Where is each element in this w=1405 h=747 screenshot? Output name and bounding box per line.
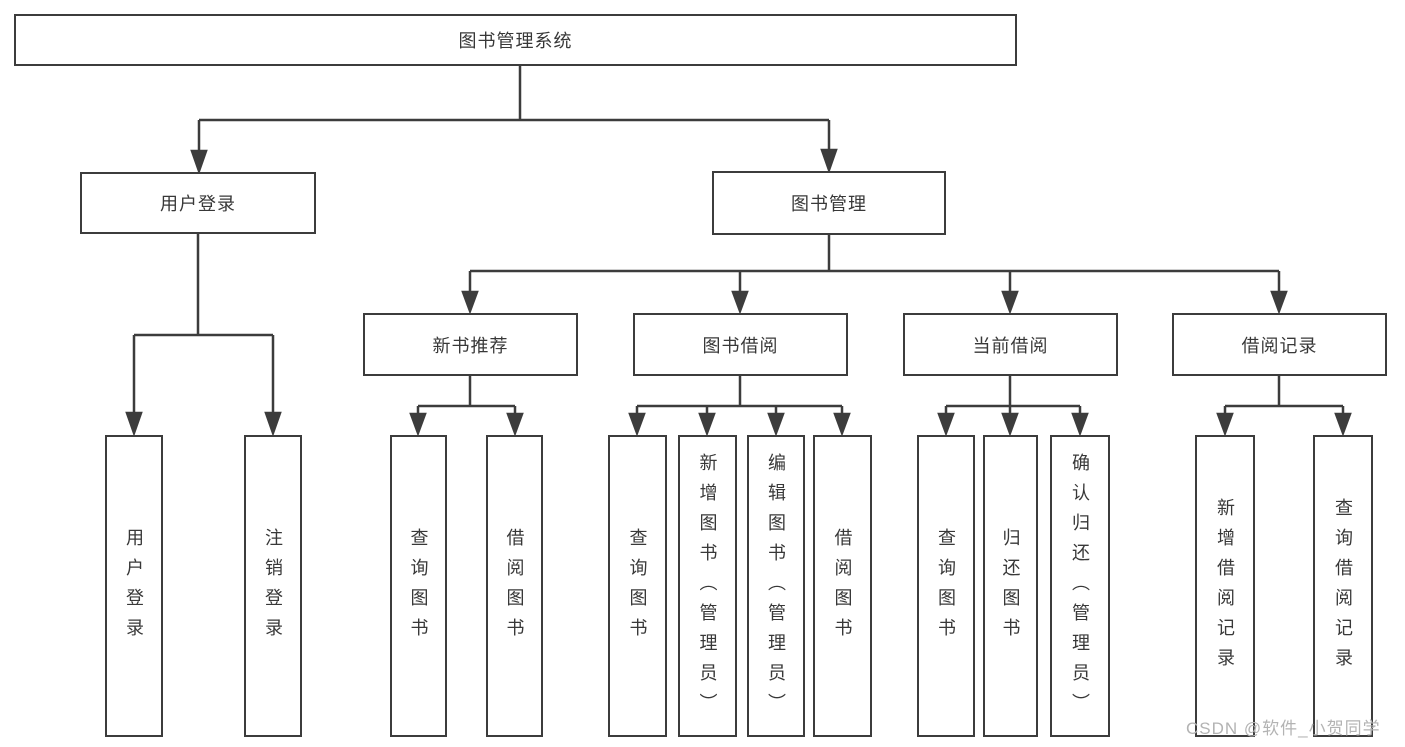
node-library-management-system: 图书管理系统 <box>14 14 1017 66</box>
connector-book-borrow-children <box>628 375 851 437</box>
leaf-logout: 注销登录 <box>244 435 302 737</box>
connector-root-to-level2 <box>190 66 838 175</box>
leaf-add-book-admin: 新增图书（管理员） <box>678 435 737 737</box>
connector-new-book-children <box>409 375 524 437</box>
node-book-borrowing: 图书借阅 <box>633 313 848 376</box>
leaf-user-login: 用户登录 <box>105 435 163 737</box>
leaf-borrow-book-new-section: 借阅图书 <box>486 435 543 737</box>
leaf-query-book-new-section: 查询图书 <box>390 435 447 737</box>
node-current-borrowing: 当前借阅 <box>903 313 1118 376</box>
node-user-login: 用户登录 <box>80 172 316 234</box>
leaf-query-borrow-record: 查询借阅记录 <box>1313 435 1373 737</box>
csdn-watermark: CSDN @软件_小贺同学 <box>1186 719 1381 738</box>
leaf-confirm-return-admin: 确认归还（管理员） <box>1050 435 1110 737</box>
leaf-add-borrow-record: 新增借阅记录 <box>1195 435 1255 737</box>
node-borrowing-records: 借阅记录 <box>1172 313 1387 376</box>
leaf-query-book-current-section: 查询图书 <box>917 435 975 737</box>
connector-current-borrow-children <box>937 375 1089 437</box>
leaf-edit-book-admin: 编辑图书（管理员） <box>747 435 805 737</box>
node-new-book-recommendation: 新书推荐 <box>363 313 578 376</box>
node-book-management: 图书管理 <box>712 171 946 235</box>
connector-borrow-record-children <box>1216 375 1352 437</box>
connector-user-login-children <box>125 233 282 437</box>
leaf-query-book-borrow-section: 查询图书 <box>608 435 667 737</box>
leaf-return-book: 归还图书 <box>983 435 1038 737</box>
leaf-borrow-book-borrow-section: 借阅图书 <box>813 435 872 737</box>
connector-book-mgmt-to-sections <box>461 234 1288 315</box>
